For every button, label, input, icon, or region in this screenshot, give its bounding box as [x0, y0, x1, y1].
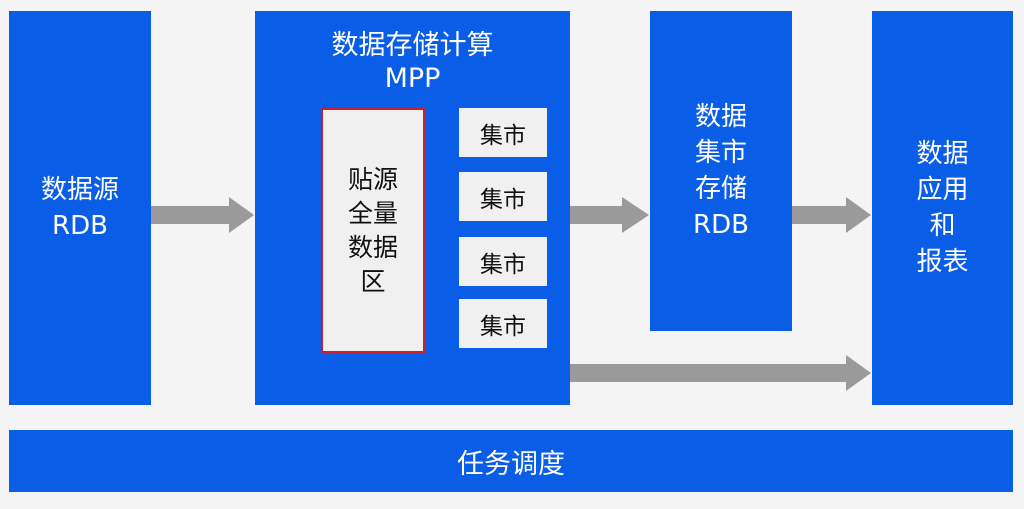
data-mart-storage-block: 数据 集市 存储 RDB	[650, 11, 792, 331]
data-source-type: RDB	[52, 211, 108, 241]
mpp-storage-compute-block: 数据存储计算 MPP 贴源 全量 数据 区 集市 集市 集市 集市	[255, 11, 570, 405]
data-mart-box: 集市	[459, 237, 547, 286]
data-source-block: 数据源 RDB	[9, 11, 151, 405]
zone-line: 区	[360, 266, 386, 296]
mpp-title-text: 数据存储计算	[331, 30, 494, 61]
arrow-mart-store-to-app	[792, 197, 871, 233]
data-application-block: 数据 应用 和 报表	[872, 11, 1013, 405]
task-scheduling-label: 任务调度	[457, 448, 565, 480]
data-mart-box: 集市	[459, 299, 547, 348]
mart-store-line: RDB	[693, 210, 749, 240]
data-mart-box: 集市	[459, 108, 547, 157]
zone-line: 数据	[347, 232, 398, 262]
data-source-label: 数据源	[40, 175, 119, 205]
mpp-subtitle: MPP	[384, 63, 441, 94]
data-mart-box: 集市	[459, 172, 547, 221]
app-line: 和	[929, 211, 956, 241]
task-scheduling-bar: 任务调度	[9, 430, 1013, 492]
arrow-mpp-to-mart-store	[570, 197, 649, 233]
arrow-mpp-to-app	[570, 355, 871, 391]
mart-store-line: 集市	[694, 138, 747, 168]
mpp-title: 数据存储计算 MPP	[255, 29, 570, 95]
mart-store-line: 数据	[694, 102, 747, 132]
arrow-source-to-mpp	[151, 197, 254, 233]
zone-line: 全量	[347, 198, 398, 228]
app-line: 数据	[916, 139, 969, 169]
app-line: 报表	[916, 247, 969, 277]
mart-store-line: 存储	[694, 174, 747, 204]
zone-line: 贴源	[347, 164, 398, 194]
raw-full-data-zone: 贴源 全量 数据 区	[321, 108, 425, 353]
app-line: 应用	[916, 175, 969, 205]
